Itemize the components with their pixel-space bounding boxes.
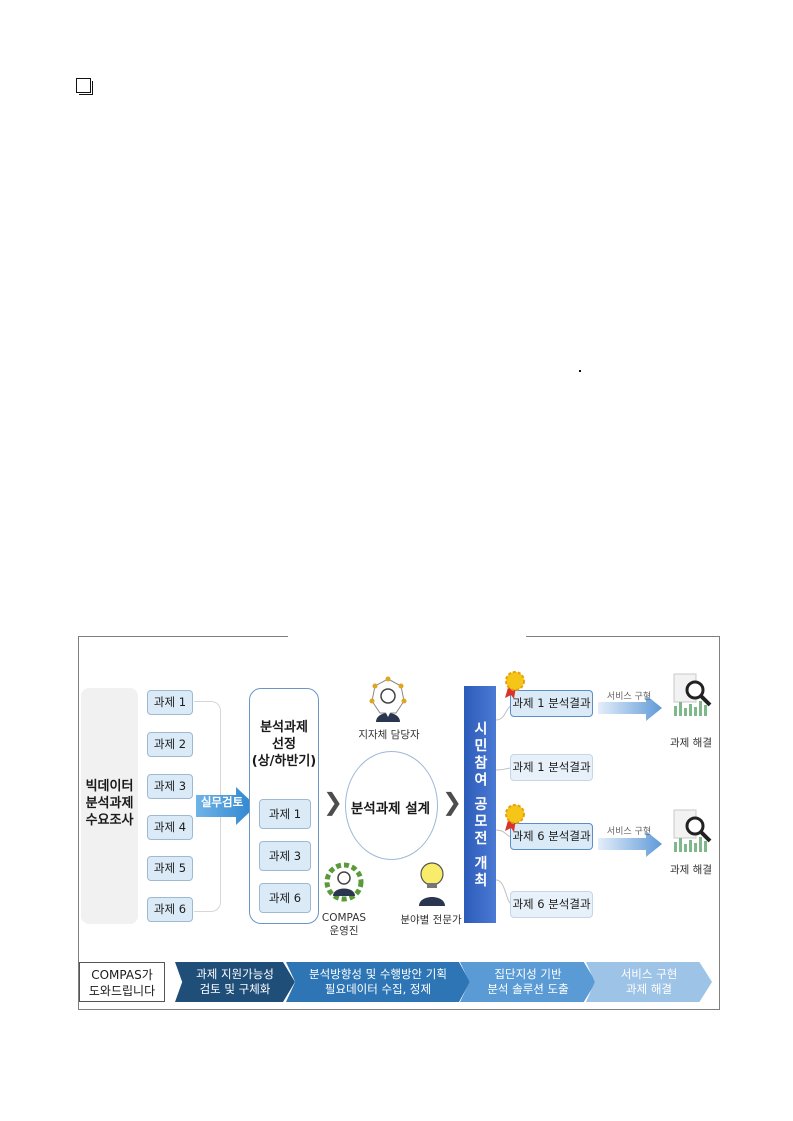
frame-title-gap <box>288 634 526 639</box>
selection-title: 분석과제 선정 (상/하반기) <box>249 719 319 770</box>
task-item: 과제 4 <box>147 815 193 840</box>
solve-label: 과제 해결 <box>670 737 712 749</box>
design-label: 분석과제 설계 <box>350 801 431 817</box>
task-item: 과제 3 <box>147 774 193 799</box>
award-medal-icon <box>505 804 525 832</box>
contest-label: 시민참여 공모전 개최 <box>472 720 488 890</box>
task-item: 과제 2 <box>147 732 193 757</box>
stray-dot <box>579 370 581 372</box>
selected-task: 과제 3 <box>259 841 311 871</box>
compas-staff-label: COMPAS 운영진 <box>318 912 370 938</box>
solve-label: 과제 해결 <box>670 864 712 876</box>
lightbulb-person-icon <box>419 862 445 906</box>
process-step-line: 검토 및 구체화 <box>199 982 271 996</box>
network-person-icon <box>369 676 407 722</box>
magnifier-chart-icon <box>673 809 712 852</box>
demand-survey-label: 빅데이터 분석과제 수요조사 <box>85 779 134 828</box>
process-step-line: 과제 지원가능성 <box>196 967 274 981</box>
contest-bar <box>464 686 496 923</box>
process-step-line: 필요데이터 수집, 정제 <box>324 982 432 996</box>
task-item: 과제 1 <box>147 690 193 715</box>
compas-help-box: COMPAS가 도와드립니다 <box>79 962 165 1002</box>
analysis-result: 과제 6 분석결과 <box>510 823 593 850</box>
process-step-line: 집단지성 기반 <box>494 967 562 981</box>
gear-person-icon <box>324 862 364 902</box>
selection-title-line: 분석과제 <box>260 720 308 735</box>
result-connector <box>496 705 513 905</box>
magnifier-chart-icon <box>673 673 712 716</box>
service-label: 서비스 구현 <box>606 692 652 702</box>
analysis-result: 과제 6 분석결과 <box>510 891 593 918</box>
review-label: 실무검토 <box>200 795 244 809</box>
process-step-line: 서비스 구현 <box>620 967 678 981</box>
selection-title-line: 선정 <box>272 737 296 752</box>
task-item: 과제 6 <box>147 897 193 922</box>
review-arrow-icon <box>196 787 256 825</box>
service-label: 서비스 구현 <box>606 827 652 837</box>
selected-task: 과제 1 <box>259 799 311 829</box>
award-medal-icon <box>505 671 525 699</box>
selection-title-line: (상/하반기) <box>251 754 317 769</box>
selected-task: 과제 6 <box>259 883 311 913</box>
service-arrow-icon <box>598 831 662 857</box>
chevron-right-icon: ❯ <box>323 788 344 816</box>
demand-survey-panel <box>81 688 138 924</box>
compas-help-line: 도와드립니다 <box>88 984 156 998</box>
service-arrow-icon <box>598 695 662 721</box>
analysis-result: 과제 1 분석결과 <box>510 754 593 781</box>
compas-staff-line: 운영진 <box>329 925 359 937</box>
chevron-right-icon: ❯ <box>442 788 463 816</box>
analysis-result: 과제 1 분석결과 <box>510 690 593 717</box>
design-circle <box>345 751 438 860</box>
field-expert-label: 분야별 전문가 <box>400 914 462 926</box>
local-officer-label: 지자체 담당자 <box>358 729 420 741</box>
compas-help-line: COMPAS가 <box>91 968 153 982</box>
task-item: 과제 5 <box>147 856 193 881</box>
process-step-line: 과제 해결 <box>626 982 672 996</box>
compas-staff-line: COMPAS <box>321 912 367 924</box>
checkbox-bullet-icon <box>76 78 93 95</box>
process-step-line: 분석방향성 및 수행방안 기획 <box>309 967 447 981</box>
process-step-line: 분석 솔루션 도출 <box>487 982 569 996</box>
